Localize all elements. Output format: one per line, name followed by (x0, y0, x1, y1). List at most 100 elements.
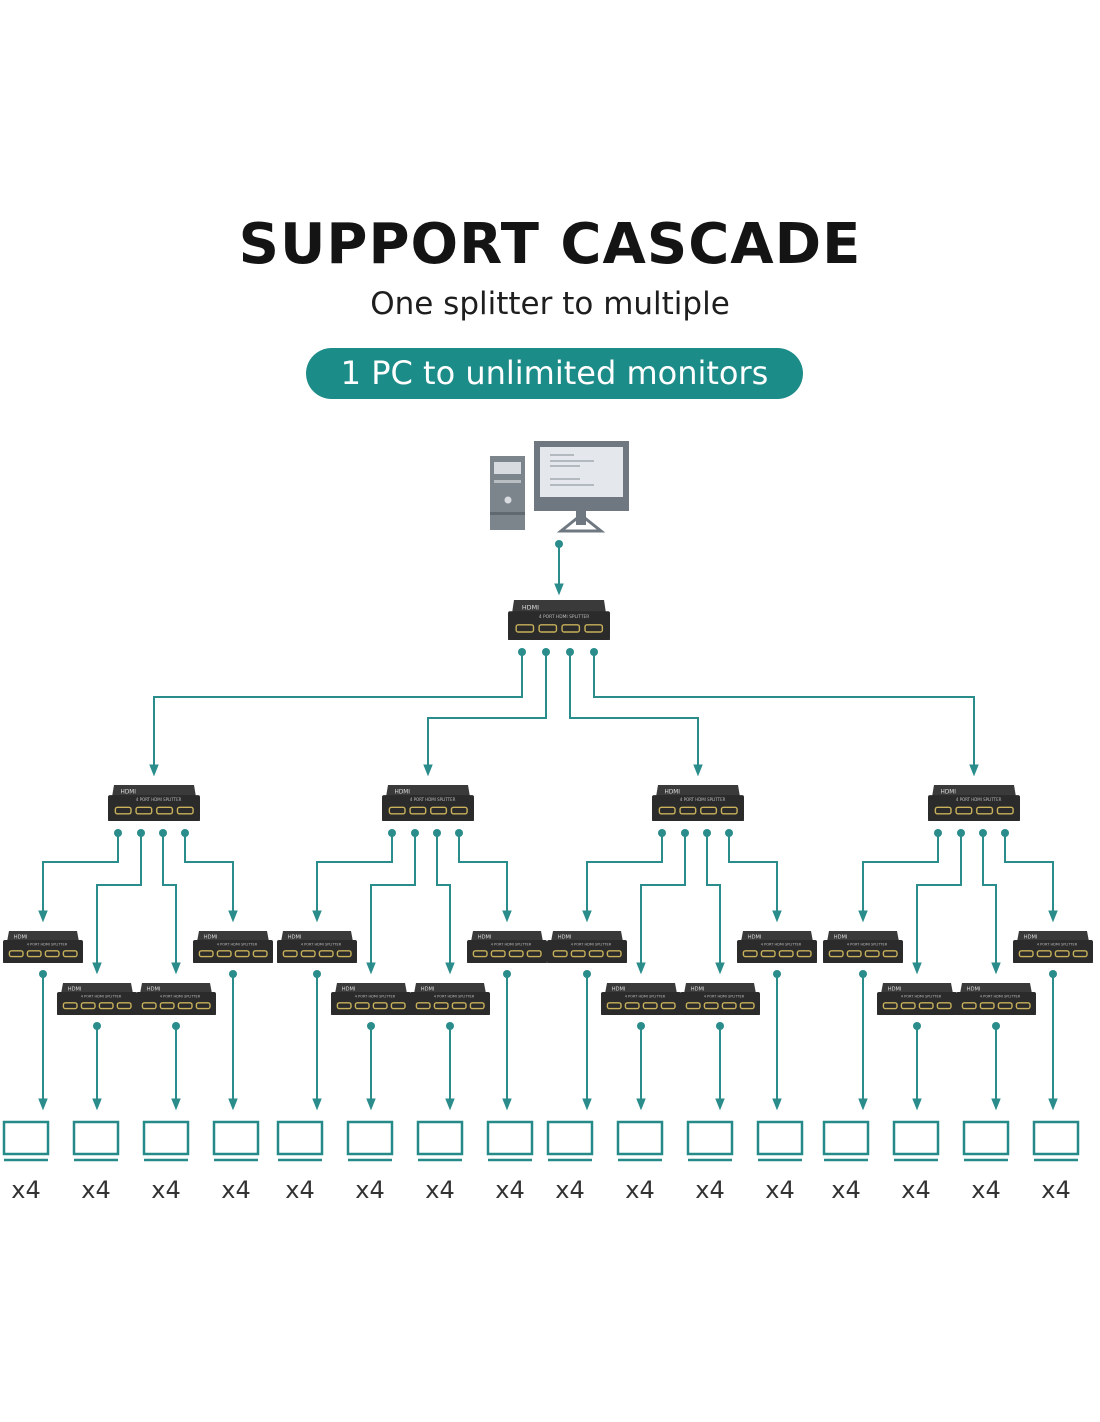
connection-lines (38, 540, 1058, 1111)
splitter-brand: HDMI (691, 987, 705, 993)
connector-dot (992, 1022, 1000, 1030)
hdmi-port (742, 950, 758, 958)
monitor-icon: x4 (1032, 1120, 1080, 1204)
monitor-icon: x4 (142, 1120, 190, 1204)
monitor-icon: x4 (822, 1120, 870, 1204)
connector-dot (137, 829, 145, 837)
splitter-brand: HDMI (14, 935, 28, 941)
splitter-body (108, 795, 200, 821)
connector-line (38, 833, 119, 923)
hdmi-port (997, 1002, 1013, 1010)
connector-line (312, 833, 393, 923)
hdmi-port (918, 1002, 934, 1010)
splitter-body (877, 991, 957, 1015)
hdmi-port (1015, 1002, 1031, 1010)
hdmi-port (936, 1002, 952, 1010)
hdmi-port (552, 950, 568, 958)
connector-line (636, 833, 686, 975)
monitor-screen (416, 1120, 464, 1156)
connector-dot (637, 1022, 645, 1030)
monitor-screen (546, 1120, 594, 1156)
hdmi-port (472, 950, 488, 958)
monitor-icon: x4 (962, 1120, 1010, 1204)
hdmi-port (996, 806, 1014, 815)
hdmi-port (141, 1002, 157, 1010)
connector-dot (455, 829, 463, 837)
hdmi-port (430, 806, 448, 815)
connector-dot (859, 970, 867, 978)
connector-line (436, 833, 455, 975)
splitter-label: 4 PORT HDMI SPLITTER (217, 942, 258, 946)
connector-dot (181, 829, 189, 837)
connector-dot (388, 829, 396, 837)
hdmi-port (409, 806, 427, 815)
connector-line (582, 833, 663, 923)
connector-line (858, 833, 939, 923)
connector-dot (590, 648, 598, 656)
splitter-body (331, 991, 411, 1015)
monitor-count-label: x4 (425, 1176, 454, 1204)
monitor-screen (72, 1120, 120, 1156)
connector-dot (566, 648, 574, 656)
splitter-label: 4 PORT HDMI SPLITTER (27, 942, 68, 946)
splitter-label: 4 PORT HDMI SPLITTER (1037, 942, 1078, 946)
hdmi-port (739, 1002, 755, 1010)
monitor-count-label: x4 (1041, 1176, 1070, 1204)
hdmi-port (62, 1002, 78, 1010)
splitter-label: 4 PORT HDMI SPLITTER (301, 942, 342, 946)
hdmi-port (300, 950, 316, 958)
hdmi-port (135, 806, 153, 815)
hdmi-port (660, 1002, 676, 1010)
splitter-brand: HDMI (941, 790, 957, 796)
hdmi-port (1036, 950, 1052, 958)
connector-dot (172, 1022, 180, 1030)
connector-line (162, 833, 181, 975)
hdmi-port (26, 950, 42, 958)
connector-dot (446, 1022, 454, 1030)
connector-line (1004, 833, 1058, 923)
hdmi-port (828, 950, 844, 958)
monitor-icon: x4 (346, 1120, 394, 1204)
monitor-count-label: x4 (695, 1176, 724, 1204)
splitter-label: 4 PORT HDMI SPLITTER (901, 994, 942, 998)
monitor-count-label: x4 (81, 1176, 110, 1204)
connector-dot (934, 829, 942, 837)
connector-dot (681, 829, 689, 837)
connector-dot (913, 1022, 921, 1030)
splitter-body (652, 795, 744, 821)
splitter-body (737, 939, 817, 963)
splitter-body (467, 939, 547, 963)
hdmi-port (336, 950, 352, 958)
connector-dot (367, 1022, 375, 1030)
splitter-body (277, 939, 357, 963)
splitter-body (57, 991, 137, 1015)
hdmi-port (658, 806, 676, 815)
hdmi-port (116, 1002, 132, 1010)
splitter-brand: HDMI (522, 604, 539, 612)
hdmi-port (390, 1002, 406, 1010)
connector-dot (583, 970, 591, 978)
hdmi-port (606, 1002, 622, 1010)
hdmi-port (469, 1002, 485, 1010)
hdmi-port (234, 950, 250, 958)
monitor-icon: x4 (276, 1120, 324, 1204)
hdmi-port (685, 1002, 701, 1010)
splitter-brand: HDMI (558, 935, 572, 941)
connector-dot (503, 970, 511, 978)
monitor-count-label: x4 (151, 1176, 180, 1204)
connector-dot (957, 829, 965, 837)
connector-dot (716, 1022, 724, 1030)
hdmi-port (538, 624, 558, 633)
connector-line (593, 652, 979, 777)
connector-line (728, 833, 782, 923)
monitor-icon: x4 (892, 1120, 940, 1204)
splitter-label: 4 PORT HDMI SPLITTER (136, 797, 182, 802)
splitter-body (382, 795, 474, 821)
